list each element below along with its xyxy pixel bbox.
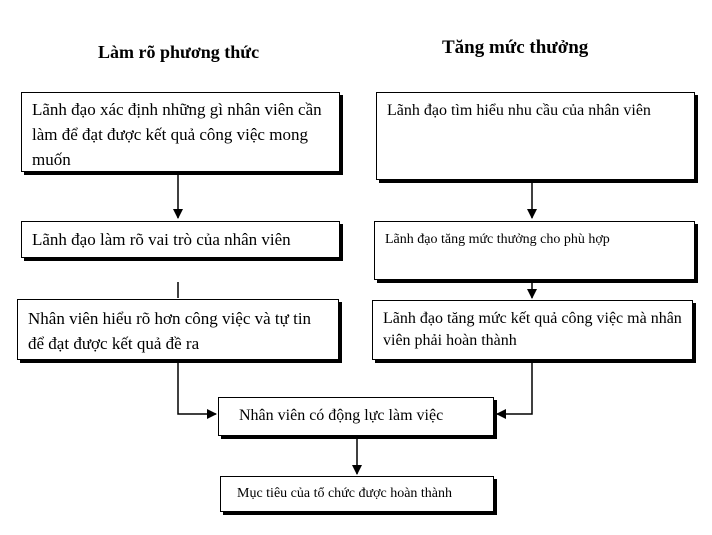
goal-text: Mục tiêu của tổ chức được hoàn thành [237, 486, 453, 501]
motivation-box: Nhân viên có động lực làm việc [218, 397, 494, 436]
right-step-2-box: Lãnh đạo tăng mức thưởng cho phù hợp [374, 221, 695, 280]
right-step-3-text: Lãnh đạo tăng mức kết quả công việc mà n… [383, 310, 682, 349]
right-column-title: Tăng mức thưởng [442, 37, 589, 58]
left-step-1-text: Lãnh đạo xác định những gì nhân viên cần… [32, 100, 322, 169]
right-step-1-text: Lãnh đạo tìm hiểu nhu cầu của nhân viên [387, 102, 651, 119]
right-step-3-box: Lãnh đạo tăng mức kết quả công việc mà n… [372, 300, 693, 360]
left-step-1-box: Lãnh đạo xác định những gì nhân viên cần… [21, 92, 340, 172]
right-step-2-text: Lãnh đạo tăng mức thưởng cho phù hợp [385, 232, 610, 247]
left-step-2-box: Lãnh đạo làm rõ vai trò của nhân viên [21, 221, 340, 258]
motivation-text: Nhân viên có động lực làm việc [239, 407, 444, 424]
left-column-title: Làm rõ phương thức [98, 42, 260, 62]
left-step-2-text: Lãnh đạo làm rõ vai trò của nhân viên [32, 230, 291, 249]
arrow-left-3-to-merge [177, 360, 217, 419]
right-step-1-box: Lãnh đạo tìm hiểu nhu cầu của nhân viên [376, 92, 695, 180]
arrow-right-3-to-merge [496, 360, 533, 419]
left-step-3-text: Nhân viên hiểu rõ hơn công việc và tự ti… [28, 309, 312, 353]
goal-box: Mục tiêu của tổ chức được hoàn thành [220, 476, 494, 512]
left-step-3-box: Nhân viên hiểu rõ hơn công việc và tự ti… [17, 299, 339, 360]
